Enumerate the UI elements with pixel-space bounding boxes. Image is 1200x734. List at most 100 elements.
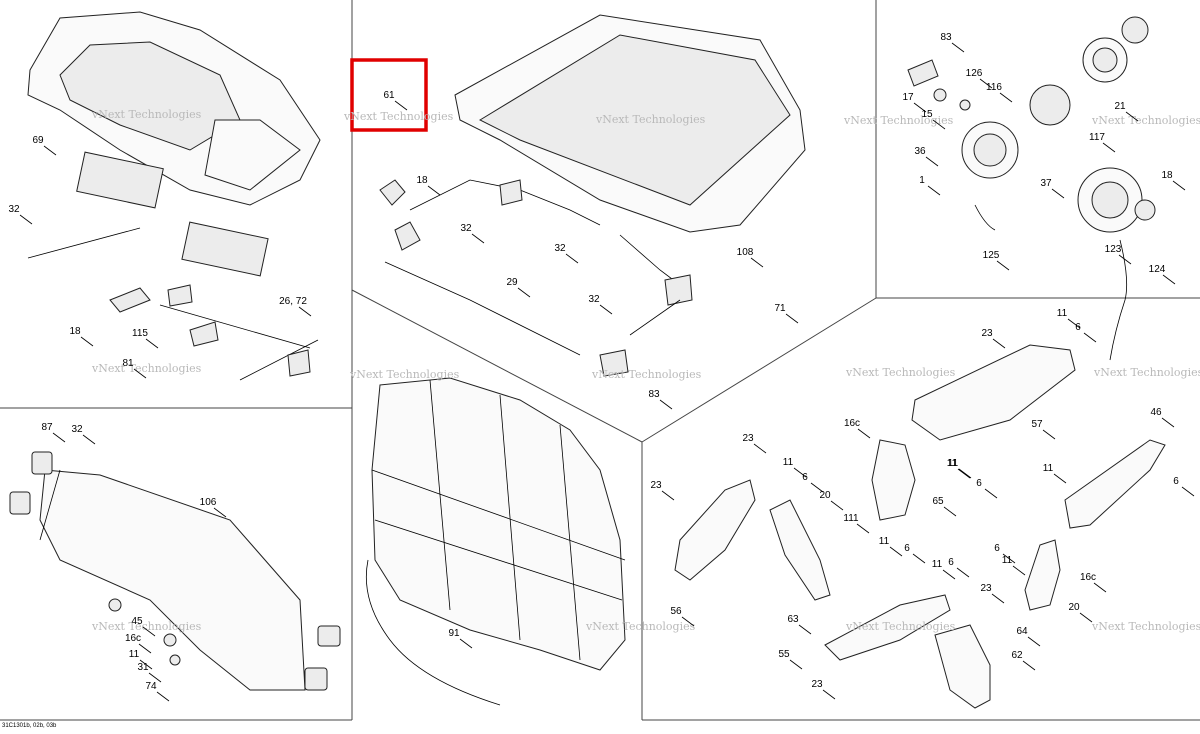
part-label-45: 11 (1043, 463, 1054, 474)
leader-line-19 (142, 626, 156, 637)
part-label-0: 69 (32, 135, 44, 146)
pad-second (181, 221, 269, 277)
leader-line-3 (145, 338, 159, 349)
part-label-16: 87 (41, 422, 53, 433)
trim-57 (911, 344, 1076, 441)
watermark-13: vNext Technologies (845, 620, 956, 633)
net-cord (365, 559, 501, 706)
clamp-right-top (317, 625, 341, 647)
watermark-1: vNext Technologies (91, 362, 202, 375)
part-label-69: 23 (811, 679, 823, 690)
part-label-55: 65 (932, 496, 944, 507)
leader-line-64 (1012, 565, 1026, 576)
part-label-4: 81 (122, 358, 134, 369)
clamp-left (9, 491, 31, 515)
part-label-17: 32 (71, 424, 83, 435)
part-label-41: 57 (1031, 419, 1043, 430)
part-label-67: 63 (787, 614, 799, 625)
part-label-63: 6 (994, 543, 1000, 554)
wire-125 (974, 204, 996, 231)
part-label-44: 46 (1150, 407, 1162, 418)
leader-line-29 (1125, 111, 1139, 122)
leader-line-8 (471, 233, 485, 244)
leader-line-24 (951, 42, 965, 53)
part-label-56: 11 (948, 458, 959, 469)
watermark-8: vNext Technologies (843, 114, 954, 127)
watermark-0: vNext Technologies (91, 108, 202, 121)
leader-line-67 (798, 624, 812, 635)
part-label-60: 16c (1080, 572, 1096, 583)
part-label-9: 32 (554, 243, 566, 254)
leader-line-4 (133, 368, 147, 379)
watermark-5: vNext Technologies (595, 113, 706, 126)
strap-bottom (239, 339, 319, 381)
leader-line-26 (999, 92, 1013, 103)
part-label-31: 117 (1089, 132, 1105, 143)
leader-line-44 (1161, 417, 1175, 428)
part-label-2: 18 (69, 326, 81, 337)
highlight-box (350, 58, 428, 132)
leader-line-22 (148, 672, 162, 683)
watermark-9: vNext Technologies (845, 366, 956, 379)
part-label-53: 11 (879, 536, 890, 547)
leader-line-14 (785, 313, 799, 324)
wire-124 (1109, 239, 1128, 361)
part-label-27: 17 (902, 92, 914, 103)
leader-line-54 (912, 553, 926, 564)
leader-line-42 (857, 428, 871, 439)
leader-line-37 (1162, 274, 1176, 285)
part-label-24: 83 (940, 32, 952, 43)
part-label-61: 20 (1068, 602, 1080, 613)
leader-line-58 (956, 567, 970, 578)
part-label-10: 108 (737, 247, 754, 258)
watermark-3: vNext Technologies (349, 368, 460, 381)
part-label-12: 32 (588, 294, 600, 305)
watermark-11: vNext Technologies (1093, 366, 1200, 379)
leader-line-0 (43, 145, 57, 156)
roof-panel (478, 34, 791, 206)
leader-line-39 (1067, 318, 1081, 329)
roof-group (350, 14, 806, 377)
leader-line-15 (459, 638, 473, 649)
trim-65 (871, 439, 916, 521)
part-label-65: 23 (980, 583, 992, 594)
watermark-4: vNext Technologies (91, 620, 202, 633)
leader-line-7 (427, 185, 441, 196)
bracket-18 (109, 287, 151, 313)
part-17 (933, 88, 947, 102)
leader-line-46 (1181, 486, 1195, 497)
leader-line-62 (1027, 636, 1041, 647)
leader-line-60 (1093, 582, 1107, 593)
part-label-11: 29 (506, 277, 518, 288)
part-label-13: 83 (648, 389, 660, 400)
watermarks: vNext Technologies vNext Technologies vNex… (91, 108, 1200, 633)
leader-line-13 (659, 399, 673, 410)
part-126 (959, 99, 971, 111)
clip-115 (167, 284, 193, 307)
part-label-20: 16c (125, 633, 141, 644)
part-label-48: 23 (650, 480, 662, 491)
leader-line-41 (1042, 429, 1056, 440)
clip-18 (379, 179, 406, 206)
clamp-right-bottom (304, 667, 328, 691)
fastener-31 (169, 654, 181, 666)
part-label-58: 6 (948, 557, 954, 568)
leader-line-51 (830, 500, 844, 511)
leader-line-63 (1002, 553, 1016, 564)
leader-line-17 (82, 434, 96, 445)
part-label-30: 36 (914, 146, 926, 157)
leader-line-49 (793, 467, 807, 478)
leader-line-25 (979, 78, 993, 89)
part-label-37: 124 (1149, 264, 1166, 275)
windshield-group (9, 451, 341, 691)
leader-line-18 (213, 507, 227, 518)
leader-line-21 (139, 659, 153, 670)
watermark-10: vNext Technologies (1091, 114, 1200, 127)
speaker-cone (1091, 181, 1129, 219)
part-label-19: 45 (131, 616, 143, 627)
leader-line-31 (1102, 142, 1116, 153)
